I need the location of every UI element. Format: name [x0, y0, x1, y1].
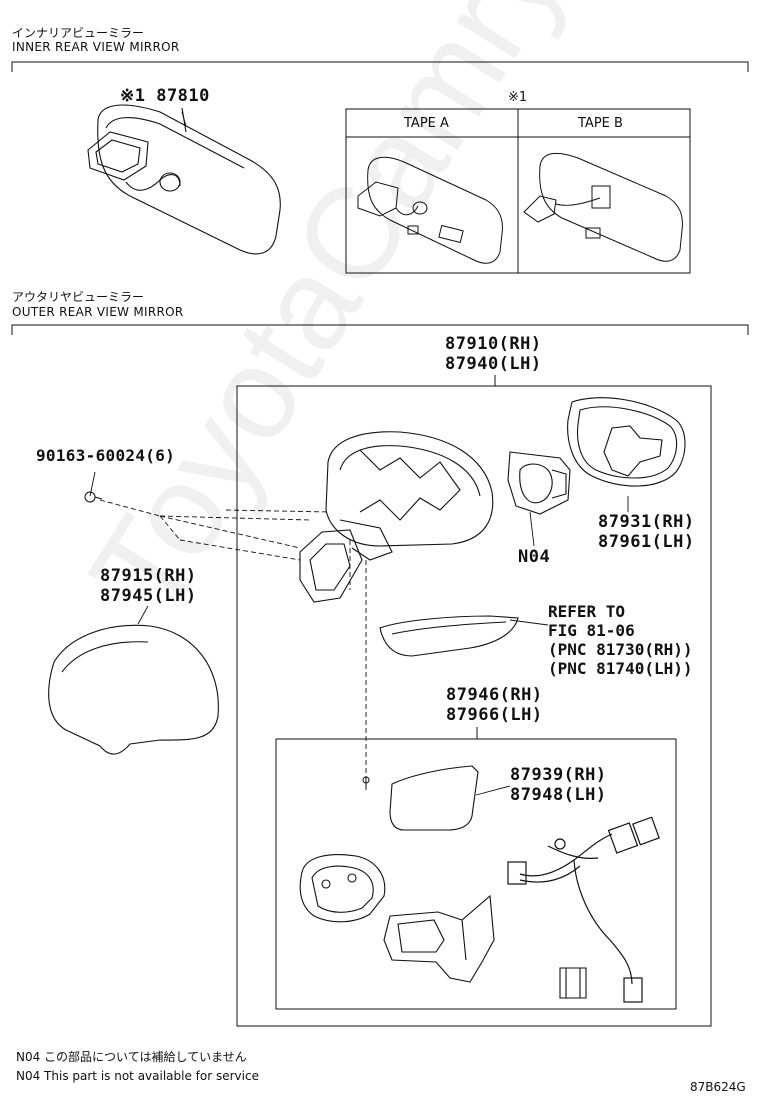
part-n04-label[interactable]: N04	[518, 547, 551, 567]
footnote-jp: N04 この部品については補給していません	[16, 1050, 247, 1064]
small-screw-drawing	[362, 776, 370, 790]
mirror-glass-drawing	[567, 397, 686, 487]
refer-line-2[interactable]: FIG 81-06	[548, 621, 635, 640]
part-87945-label[interactable]: 87945(LH)	[100, 586, 197, 606]
part-87931-label[interactable]: 87931(RH)	[598, 512, 695, 532]
tape-table	[345, 108, 691, 274]
mirror-cover-drawing	[48, 624, 219, 755]
part-87910-label[interactable]: 87910(RH)	[445, 334, 542, 354]
actuator-drawing	[507, 451, 571, 515]
outer-assembly-frame	[236, 375, 712, 1027]
inner-title-jp: インナリアビューミラー	[12, 26, 145, 40]
figure-code: 87B624G	[690, 1080, 746, 1094]
dashed-guide-lines	[99, 499, 367, 780]
part-87810-label[interactable]: ※1 87810	[120, 86, 210, 106]
refer-line-1: REFER TO	[548, 602, 626, 621]
lamp-drawing	[389, 765, 479, 831]
tape-a-drawing	[357, 156, 503, 264]
part-87961-label[interactable]: 87961(LH)	[598, 532, 695, 552]
outer-title-en: OUTER REAR VIEW MIRROR	[12, 305, 184, 319]
section-rules	[11, 61, 749, 335]
wire-harness-drawing	[507, 816, 660, 1003]
tape-a-label: TAPE A	[404, 116, 449, 131]
inner-title-en: INNER REAR VIEW MIRROR	[12, 40, 180, 54]
clip-drawing	[559, 967, 587, 999]
tape-b-drawing	[523, 152, 683, 262]
part-87966-label[interactable]: 87966(LH)	[446, 705, 543, 725]
screw-drawing	[84, 491, 103, 503]
tape-note-mark: ※1	[508, 90, 528, 105]
motor-unit-drawing	[383, 894, 495, 983]
refer-line-3: (PNC 81730(RH))	[548, 640, 693, 659]
part-87946-label[interactable]: 87946(RH)	[446, 685, 543, 705]
bracket-drawing	[299, 854, 386, 923]
turn-signal-drawing	[379, 615, 519, 657]
part-87939-label[interactable]: 87939(RH)	[510, 765, 607, 785]
outer-title-jp: アウタリヤビューミラー	[12, 290, 145, 304]
part-87948-label[interactable]: 87948(LH)	[510, 785, 607, 805]
part-87915-label[interactable]: 87915(RH)	[100, 566, 197, 586]
footnote-en: N04 This part is not available for servi…	[16, 1069, 259, 1083]
part-90163-label[interactable]: 90163-60024(6)	[36, 446, 176, 465]
refer-line-4: (PNC 81740(LH))	[548, 659, 693, 678]
mirror-housing-drawing	[299, 431, 494, 603]
tape-b-label: TAPE B	[578, 116, 623, 131]
leader-lines	[89, 111, 629, 796]
inner-mirror-drawing	[87, 104, 281, 255]
part-87940-label[interactable]: 87940(LH)	[445, 354, 542, 374]
